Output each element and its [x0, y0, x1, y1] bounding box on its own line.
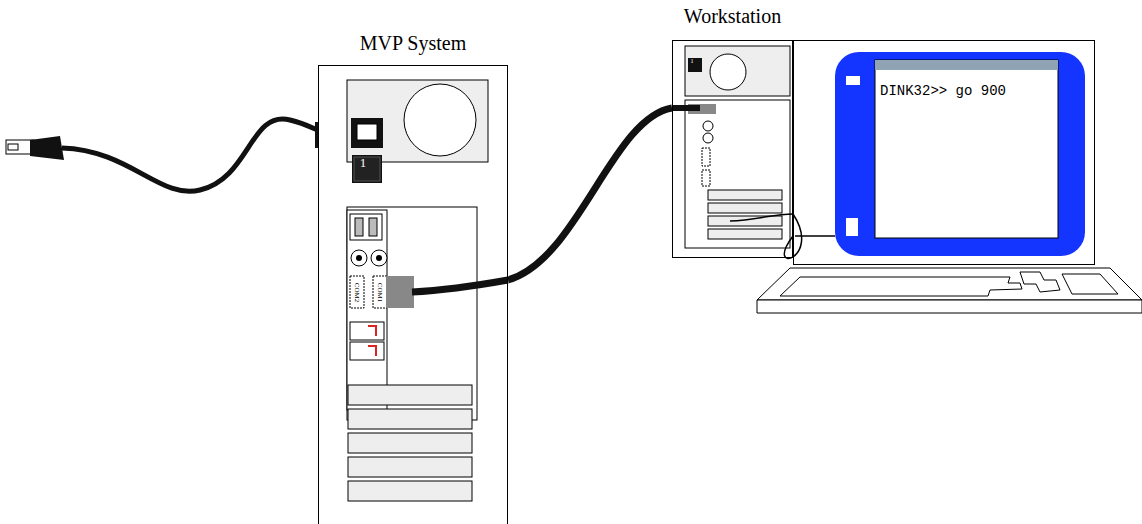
power-cord [6, 119, 351, 191]
monitor [793, 40, 1095, 265]
workstation-tower: Workstation [672, 40, 793, 258]
power-switch-mark: 1 [360, 156, 367, 169]
power-switch-mark: 1 [691, 58, 694, 64]
mvp-tower [318, 65, 508, 524]
system-tower: MVP System [318, 65, 508, 524]
device-title: MVP System [279, 32, 547, 55]
port-label: COM1 [376, 282, 383, 301]
device-title: Workstation [633, 5, 832, 28]
keyboard [757, 268, 1142, 313]
workstation-tower [672, 40, 793, 258]
screen-text: DINK32>> go 900 [880, 83, 1006, 99]
serial-cable [508, 108, 672, 280]
port-label: COM2 [353, 282, 360, 301]
monitor-box: DINK32>> go 900 [793, 40, 1095, 265]
